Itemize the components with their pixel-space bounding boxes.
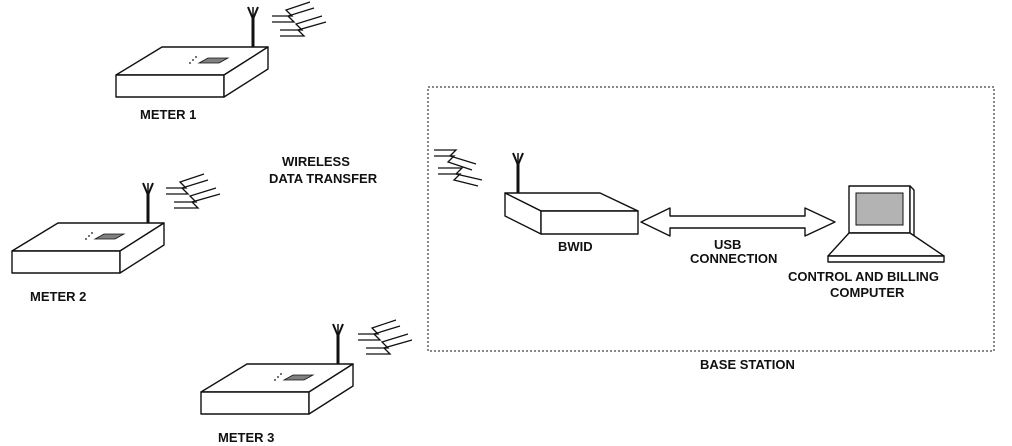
meter-1-label: METER 1 (140, 107, 196, 122)
usb-connection-arrow (640, 207, 836, 237)
meter-1: METER 1 (115, 1, 327, 122)
meter-2-label: METER 2 (30, 289, 86, 304)
meter-3: METER 3 (200, 319, 413, 445)
computer-icon (827, 185, 945, 263)
computer-label-line1: CONTROL AND BILLING (788, 269, 939, 284)
usb-label-line2: CONNECTION (690, 251, 777, 266)
bwid-label: BWID (558, 239, 593, 254)
meter-2: METER 2 (11, 173, 221, 304)
base-station-label: BASE STATION (700, 357, 795, 372)
computer-label-line2: COMPUTER (830, 285, 905, 300)
usb-label-line1: USB (714, 237, 741, 252)
meter-3-label: METER 3 (218, 430, 274, 445)
wireless-label-line2: DATA TRANSFER (269, 171, 378, 186)
base-station-box (427, 86, 995, 352)
bwid-device: BWID (434, 149, 639, 254)
wireless-label-line1: WIRELESS (282, 154, 350, 169)
